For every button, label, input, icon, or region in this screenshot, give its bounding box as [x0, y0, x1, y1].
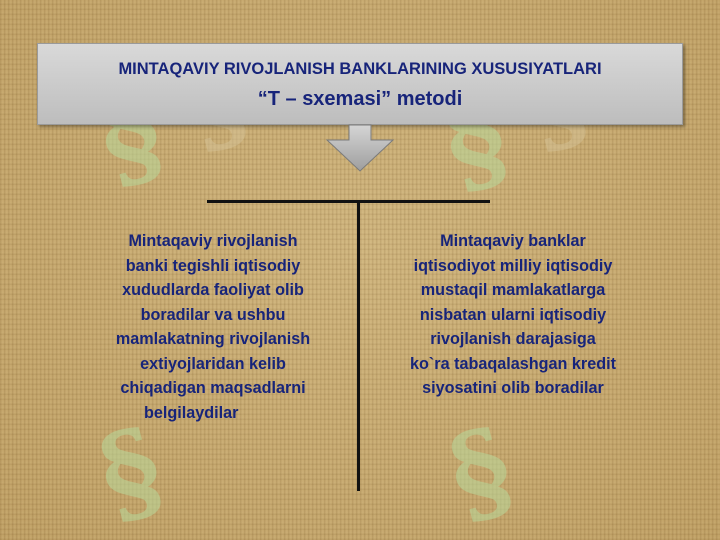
- right-line: iqtisodiyot milliy iqtisodiy: [413, 256, 613, 275]
- left-line: belgilaydilar: [144, 403, 239, 422]
- right-line: Mintaqaviy banklar: [440, 232, 586, 250]
- left-line: boradilar va ushbu: [140, 305, 286, 324]
- right-line: ko`ra tabaqalashgan kredit: [409, 354, 616, 373]
- right-column-text: Mintaqaviy banklar iqtisodiyot milliy iq…: [382, 229, 644, 401]
- header-box: MINTAQAVIY RIVOJLANISH BANKLARINING XUSU…: [37, 43, 683, 125]
- left-line: xududlarda faoliyat olib: [122, 281, 304, 299]
- svg-text:§: §: [90, 410, 170, 530]
- svg-text:§: §: [440, 410, 520, 530]
- t-scheme-horizontal-line: [207, 200, 490, 203]
- header-title: MINTAQAVIY RIVOJLANISH BANKLARINING XUSU…: [118, 60, 602, 78]
- header-subtitle: “T – sxemasi” metodi: [257, 88, 463, 110]
- watermark-icon: §: [90, 410, 170, 530]
- watermark-icon: §: [440, 410, 520, 530]
- right-line: nisbatan ularni iqtisodiy: [419, 305, 607, 324]
- t-scheme-vertical-line: [357, 202, 360, 491]
- left-line: Mintaqaviy rivojlanish: [128, 232, 298, 250]
- left-line: extiyojlaridan kelib: [140, 354, 286, 373]
- right-line: rivojlanish darajasiga: [430, 330, 596, 348]
- left-line: chiqadigan maqsadlarni: [120, 379, 306, 397]
- right-line: siyosatini olib boradilar: [422, 379, 604, 397]
- left-line: banki tegishli iqtisodiy: [125, 256, 301, 275]
- left-line: mamlakatning rivojlanish: [115, 330, 311, 348]
- right-line: mustaqil mamlakatlarga: [420, 281, 606, 299]
- left-column-text: Mintaqaviy rivojlanish banki tegishli iq…: [82, 229, 344, 425]
- down-arrow-icon: [325, 124, 395, 172]
